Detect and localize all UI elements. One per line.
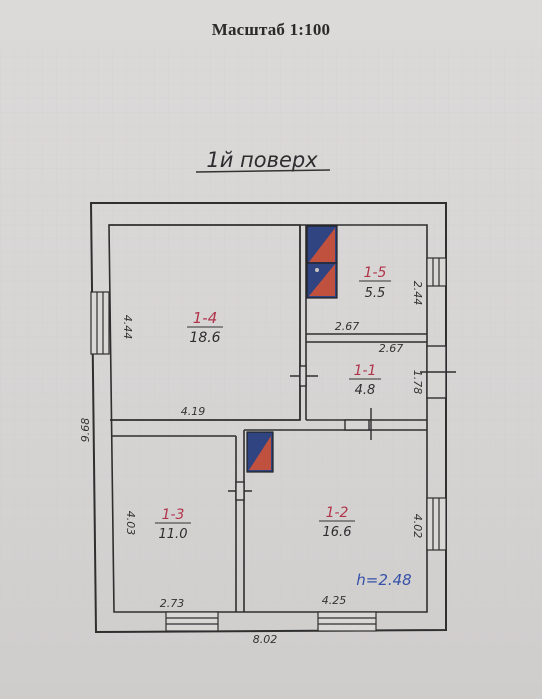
- dim-2-67-bottom: 2.67: [379, 342, 404, 355]
- window-bottom-1-3: [165, 611, 219, 632]
- dim-4-25: 4.25: [322, 594, 347, 607]
- room-area: 11.0: [159, 527, 188, 542]
- room-area: 5.5: [365, 286, 386, 301]
- door-1-3-1-2: [228, 481, 252, 501]
- stove-1-2: [246, 431, 274, 473]
- dim-2-73: 2.73: [160, 597, 185, 610]
- door-1-1-1-2: [344, 408, 372, 440]
- dim-2-67-top: 2.67: [335, 320, 360, 333]
- wall-1-5-bottom: [306, 333, 427, 343]
- dim-1-78: 1.78: [411, 370, 424, 395]
- room-id: 1-2: [326, 505, 349, 521]
- room-area: 16.6: [323, 525, 352, 540]
- dim-2-44: 2.44: [411, 281, 424, 306]
- room-area: 4.8: [355, 383, 376, 398]
- window-right-1-2: [426, 497, 447, 551]
- floor-label: 1й поверх: [206, 148, 318, 172]
- stove-1-5: [306, 225, 338, 299]
- dim-9-68: 9.68: [79, 418, 92, 443]
- window-right-1-5: [426, 257, 447, 287]
- dim-8-02: 8.02: [253, 633, 278, 646]
- dim-4-44: 4.44: [121, 315, 134, 340]
- dim-4-19: 4.19: [181, 405, 206, 418]
- paper-grid: [0, 50, 542, 699]
- outer-wall-outer-edge: [89, 202, 447, 634]
- room-1-4-label: 1-4 18.6: [187, 309, 223, 346]
- scale-title: Масштаб 1:100: [211, 20, 331, 39]
- outer-wall-inner-edge: [108, 224, 428, 613]
- door-entrance: [420, 345, 456, 399]
- room-id: 1-4: [193, 309, 218, 327]
- wall-1-3-1-2: [235, 430, 245, 612]
- room-id: 1-1: [354, 363, 377, 379]
- door-1-4-1-1: [290, 365, 318, 387]
- window-bottom-1-2: [317, 611, 377, 632]
- floor-label-underline: [195, 169, 331, 173]
- window-left: [90, 291, 110, 355]
- room-id: 1-3: [162, 507, 185, 523]
- room-1-2-label: 1-2 16.6: [319, 505, 355, 540]
- height-note: h=2.48: [356, 571, 411, 589]
- room-1-5-label: 1-5 5.5: [359, 265, 391, 301]
- room-1-1-label: 1-1 4.8: [349, 363, 381, 398]
- room-1-3-label: 1-3 11.0: [155, 507, 191, 542]
- room-id: 1-5: [364, 265, 387, 281]
- dim-4-02: 4.02: [411, 514, 424, 539]
- wall-1-4-1-3: [110, 419, 300, 437]
- dim-4-03: 4.03: [124, 511, 137, 536]
- room-area: 18.6: [189, 330, 220, 346]
